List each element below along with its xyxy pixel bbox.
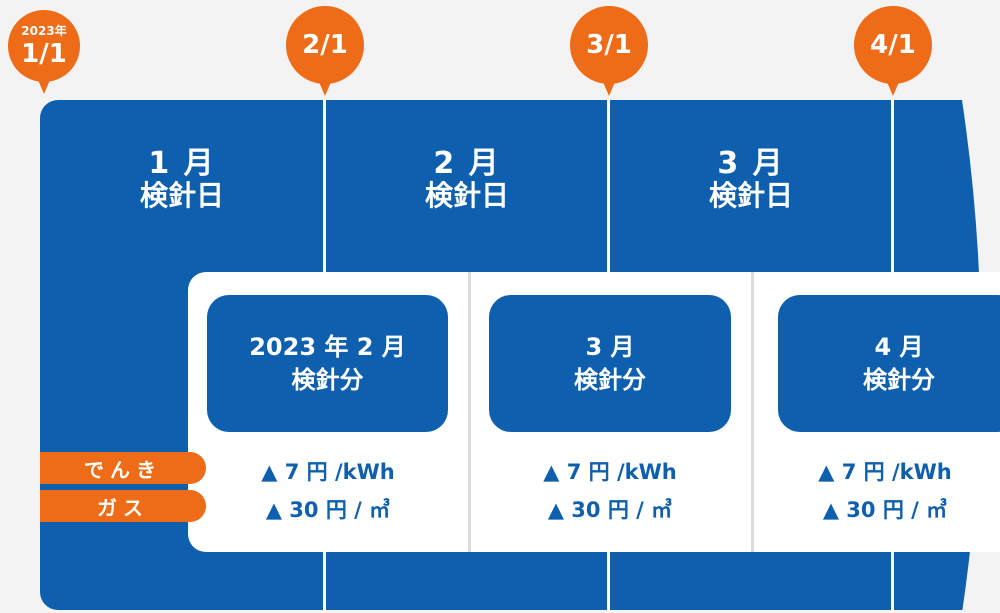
marker-date: 2/1: [302, 30, 348, 60]
date-marker-jan: 2023年 1/1: [8, 10, 80, 82]
gas-rate: ▲ 30 円 / ㎥: [265, 498, 391, 522]
reading-month: 1 月: [148, 146, 216, 181]
panel-separator: [751, 272, 754, 552]
reading-label: 検針日: [708, 178, 793, 212]
gas-rate: ▲ 30 円 / ㎥: [822, 498, 948, 522]
billing-card-feb: 2023 年 2 月 検針分: [207, 295, 448, 432]
billing-label: 検針分: [863, 365, 935, 394]
billing-card-apr: 4 月 検針分: [778, 295, 1000, 432]
billing-title: 2023 年 2 月: [249, 333, 406, 362]
billing-label: 検針分: [574, 365, 646, 394]
electric-rate: ▲ 7 円 /kWh: [818, 460, 952, 484]
reading-day-jan: 1 月 検針日: [40, 148, 324, 212]
marker-date: 3/1: [586, 30, 632, 60]
gas-tag: ガス: [40, 490, 206, 522]
panel-separator: [468, 272, 471, 552]
electric-tag: でんき: [40, 452, 206, 484]
date-marker-mar: 3/1: [570, 6, 648, 84]
marker-year: 2023年: [21, 24, 67, 39]
reading-label: 検針日: [139, 178, 224, 212]
gas-rate: ▲ 30 円 / ㎥: [547, 498, 673, 522]
billing-label: 検針分: [291, 365, 364, 394]
reading-day-mar: 3 月 検針日: [609, 148, 893, 212]
billing-card-mar: 3 月 検針分: [489, 295, 731, 432]
reading-month: 3 月: [717, 146, 785, 181]
marker-date: 1/1: [21, 38, 67, 69]
reading-label: 検針日: [424, 178, 509, 212]
reading-month: 2 月: [433, 146, 501, 181]
reading-day-feb: 2 月 検針日: [325, 148, 609, 212]
billing-title: 4 月: [874, 333, 924, 362]
date-marker-feb: 2/1: [286, 6, 364, 84]
date-marker-apr: 4/1: [854, 6, 932, 84]
electric-rate: ▲ 7 円 /kWh: [543, 460, 677, 484]
marker-date: 4/1: [870, 30, 916, 60]
billing-title: 3 月: [585, 333, 635, 362]
electric-rate: ▲ 7 円 /kWh: [261, 460, 395, 484]
